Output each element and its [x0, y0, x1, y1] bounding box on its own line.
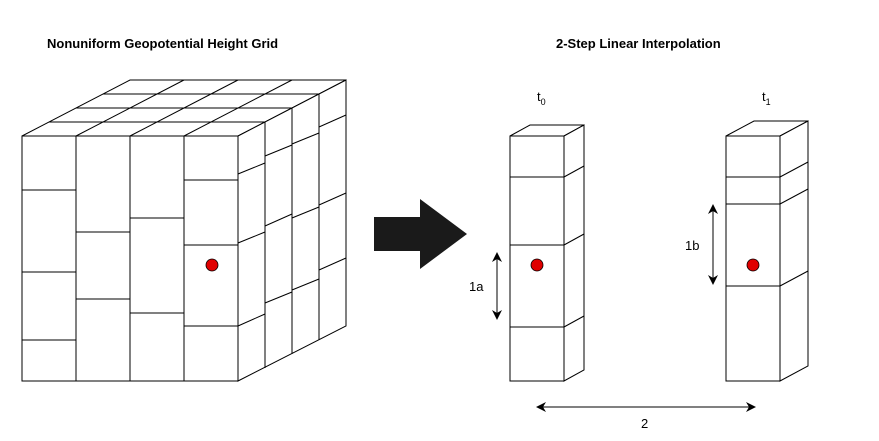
column-t0 — [509, 124, 585, 382]
right-arrow-icon — [374, 199, 467, 269]
column-t0-side — [563, 124, 585, 382]
red-dot-icon — [746, 258, 760, 272]
column-t1-label: t1 — [762, 89, 771, 107]
step-2-label: 2 — [641, 416, 648, 431]
left-title: Nonuniform Geopotential Height Grid — [47, 36, 278, 51]
column-t1-front — [725, 135, 781, 382]
step-1a-label: 1a — [469, 279, 484, 294]
column-t1-side — [779, 120, 809, 382]
red-dot-icon — [205, 258, 219, 272]
column-t0-label: t0 — [537, 89, 546, 107]
red-dot-icon — [530, 258, 544, 272]
geopotential-grid-block — [21, 79, 347, 382]
column-t1 — [725, 120, 809, 382]
step-1b-label: 1b — [685, 238, 699, 253]
right-title: 2-Step Linear Interpolation — [556, 36, 721, 51]
column-t0-front — [509, 135, 565, 382]
